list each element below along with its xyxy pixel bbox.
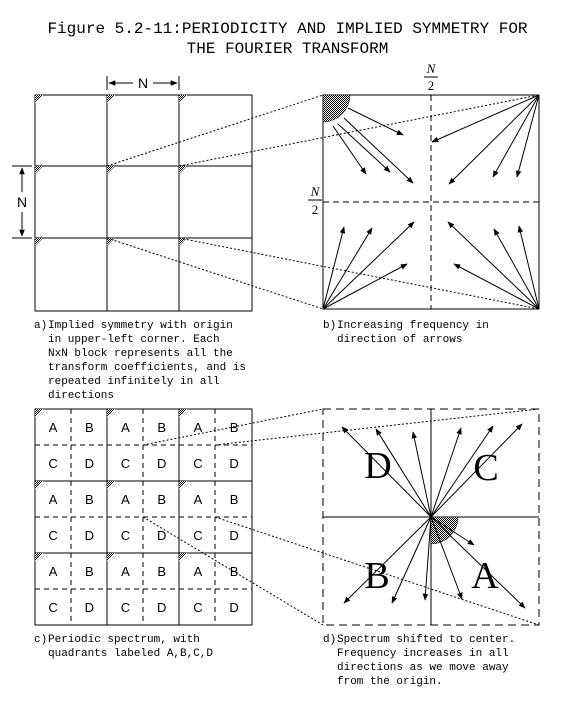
- caption-text: Implied symmetry with origin in upper-le…: [48, 320, 247, 402]
- caption-letter: d): [323, 634, 337, 646]
- panel-a-left-dimension: [12, 165, 32, 239]
- panel-a-top-dimension: [106, 76, 180, 90]
- panel-c-cell-label: A: [194, 420, 203, 435]
- panel-c-cell-label: A: [49, 492, 58, 507]
- panel-a-top-n-label: N: [138, 75, 148, 91]
- panel-c-cell-label: A: [49, 420, 58, 435]
- panel-c-cell-label: C: [48, 528, 57, 543]
- panel-b-top-fraction: N 2: [424, 61, 438, 93]
- panel-c-cell-label: C: [121, 456, 130, 471]
- fraction-numerator: N: [426, 61, 437, 76]
- panel-d-quadrant-label-b: B: [364, 555, 389, 597]
- figure-title-line-2: THE FOURIER TRANSFORM: [186, 40, 389, 58]
- panel-c-cell-label: B: [157, 420, 166, 435]
- panel-d-frequency-arrows: [341, 423, 526, 609]
- panel-c-cell-label: B: [230, 492, 239, 507]
- caption-letter: c): [34, 634, 48, 646]
- fraction-numerator: N: [310, 184, 321, 199]
- caption-text: Spectrum shifted to center. Frequency in…: [337, 634, 516, 688]
- panel-c-cell-label: D: [229, 528, 238, 543]
- panel-c-cell-label: D: [229, 600, 238, 615]
- panel-c-cell-label: A: [121, 564, 130, 579]
- panel-b-half-lines: [323, 95, 539, 309]
- figure-title-line-1: Figure 5.2-11:PERIODICITY AND IMPLIED SY…: [47, 20, 528, 38]
- panel-c-cell-label: C: [48, 600, 57, 615]
- fraction-denominator: 2: [312, 202, 319, 217]
- panel-c-cell-label: B: [230, 564, 239, 579]
- panel-c-cell-label: D: [157, 600, 166, 615]
- panel-c-cell-label: B: [230, 420, 239, 435]
- panel-c-cell-label: A: [121, 420, 130, 435]
- panel-c-cell-label: B: [85, 420, 94, 435]
- panel-b-left-fraction: N 2: [308, 184, 322, 217]
- panel-c-cell-label: C: [48, 456, 57, 471]
- panel-d-quadrant-label-d: D: [364, 445, 391, 487]
- panel-c-cell-label: A: [121, 492, 130, 507]
- panel-c-cell-label: C: [121, 600, 130, 615]
- panel-d-quadrant-label-c: C: [473, 447, 498, 489]
- panel-c-cell-label: B: [157, 564, 166, 579]
- panel-b-frequency-arrows: [322, 94, 540, 310]
- panel-c-cell-label: C: [121, 528, 130, 543]
- panel-c-cell-label: D: [85, 528, 94, 543]
- panel-c-origin-markers: [35, 409, 187, 561]
- panel-a-origin-markers: [35, 95, 187, 246]
- panel-c-cell-label: D: [157, 456, 166, 471]
- panel-a-left-n-label: N: [17, 194, 27, 210]
- caption-text: Periodic spectrum, with quadrants labele…: [48, 634, 214, 660]
- panel-c-cell-label: D: [229, 456, 238, 471]
- panel-c-cell-label: B: [157, 492, 166, 507]
- panel-c-cell-label: A: [194, 564, 203, 579]
- panel-c-cell-label: D: [85, 456, 94, 471]
- panel-b-origin-quarter-disc: [322, 94, 351, 123]
- panel-c-cell-label: D: [157, 528, 166, 543]
- panel-c-cell-label: C: [193, 456, 202, 471]
- caption-text: Increasing frequency in direction of arr…: [337, 320, 489, 346]
- caption-letter: a): [34, 320, 48, 332]
- panel-c-cell-label: B: [85, 492, 94, 507]
- panel-c-cell-label: B: [85, 564, 94, 579]
- panel-a-to-b-connectors: [106, 94, 540, 310]
- panel-c-cell-label: C: [193, 528, 202, 543]
- panel-c-quadrant-labels: A B A B A B C D C D C D A B A B A B C D C D C D A B A B A B C D C D C D: [48, 420, 238, 615]
- panel-c-cell-label: A: [194, 492, 203, 507]
- panel-c-cell-label: A: [49, 564, 58, 579]
- panel-d-quadrant-label-a: A: [471, 555, 499, 597]
- panel-c-to-d-connectors: [142, 408, 540, 626]
- panel-a-periodic-grid: [34, 94, 253, 312]
- panel-c-cell-label: D: [85, 600, 94, 615]
- caption-letter: b): [323, 320, 337, 332]
- panel-c-cell-label: C: [193, 600, 202, 615]
- fraction-denominator: 2: [428, 78, 435, 93]
